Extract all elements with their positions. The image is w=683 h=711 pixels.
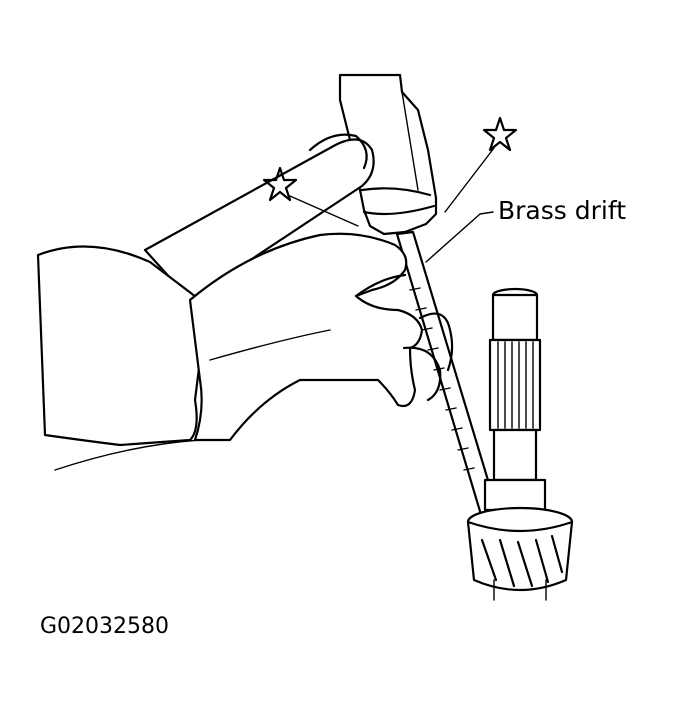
- figure-code: G02032580: [40, 614, 170, 639]
- hammer: [338, 73, 438, 236]
- lower-fingers: [354, 273, 454, 402]
- lower-palm-crease: [209, 329, 331, 361]
- shaft-lower: [492, 428, 538, 482]
- star-icon: [262, 166, 298, 202]
- shaft-extension: [493, 579, 547, 601]
- lower-wrist-line: [54, 439, 201, 471]
- upper-thumb: [308, 133, 368, 170]
- star-icon: [482, 116, 518, 152]
- shaft-splines: [497, 341, 534, 429]
- lower-hand-palm: [188, 232, 424, 442]
- upper-hand: [143, 133, 375, 302]
- gear-teeth: [480, 534, 564, 588]
- shaft-upper: [491, 293, 539, 342]
- brass-drift-leader: [425, 211, 494, 263]
- star-leader-left: [289, 195, 359, 227]
- hammer-head-bottom: [362, 204, 436, 216]
- upper-forearm: [143, 138, 375, 302]
- hammer-head-band: [360, 187, 432, 197]
- star-leader-right: [444, 147, 495, 213]
- shaft-spline-section: [488, 338, 542, 432]
- brass-drift-label: Brass drift: [498, 196, 627, 225]
- gear-shaft-assembly: [466, 287, 574, 601]
- impact-markers: [262, 116, 518, 227]
- hammer-edge: [401, 91, 419, 191]
- shaft-collar: [483, 478, 547, 512]
- gear-body: [466, 520, 574, 592]
- lower-hand: [36, 232, 454, 471]
